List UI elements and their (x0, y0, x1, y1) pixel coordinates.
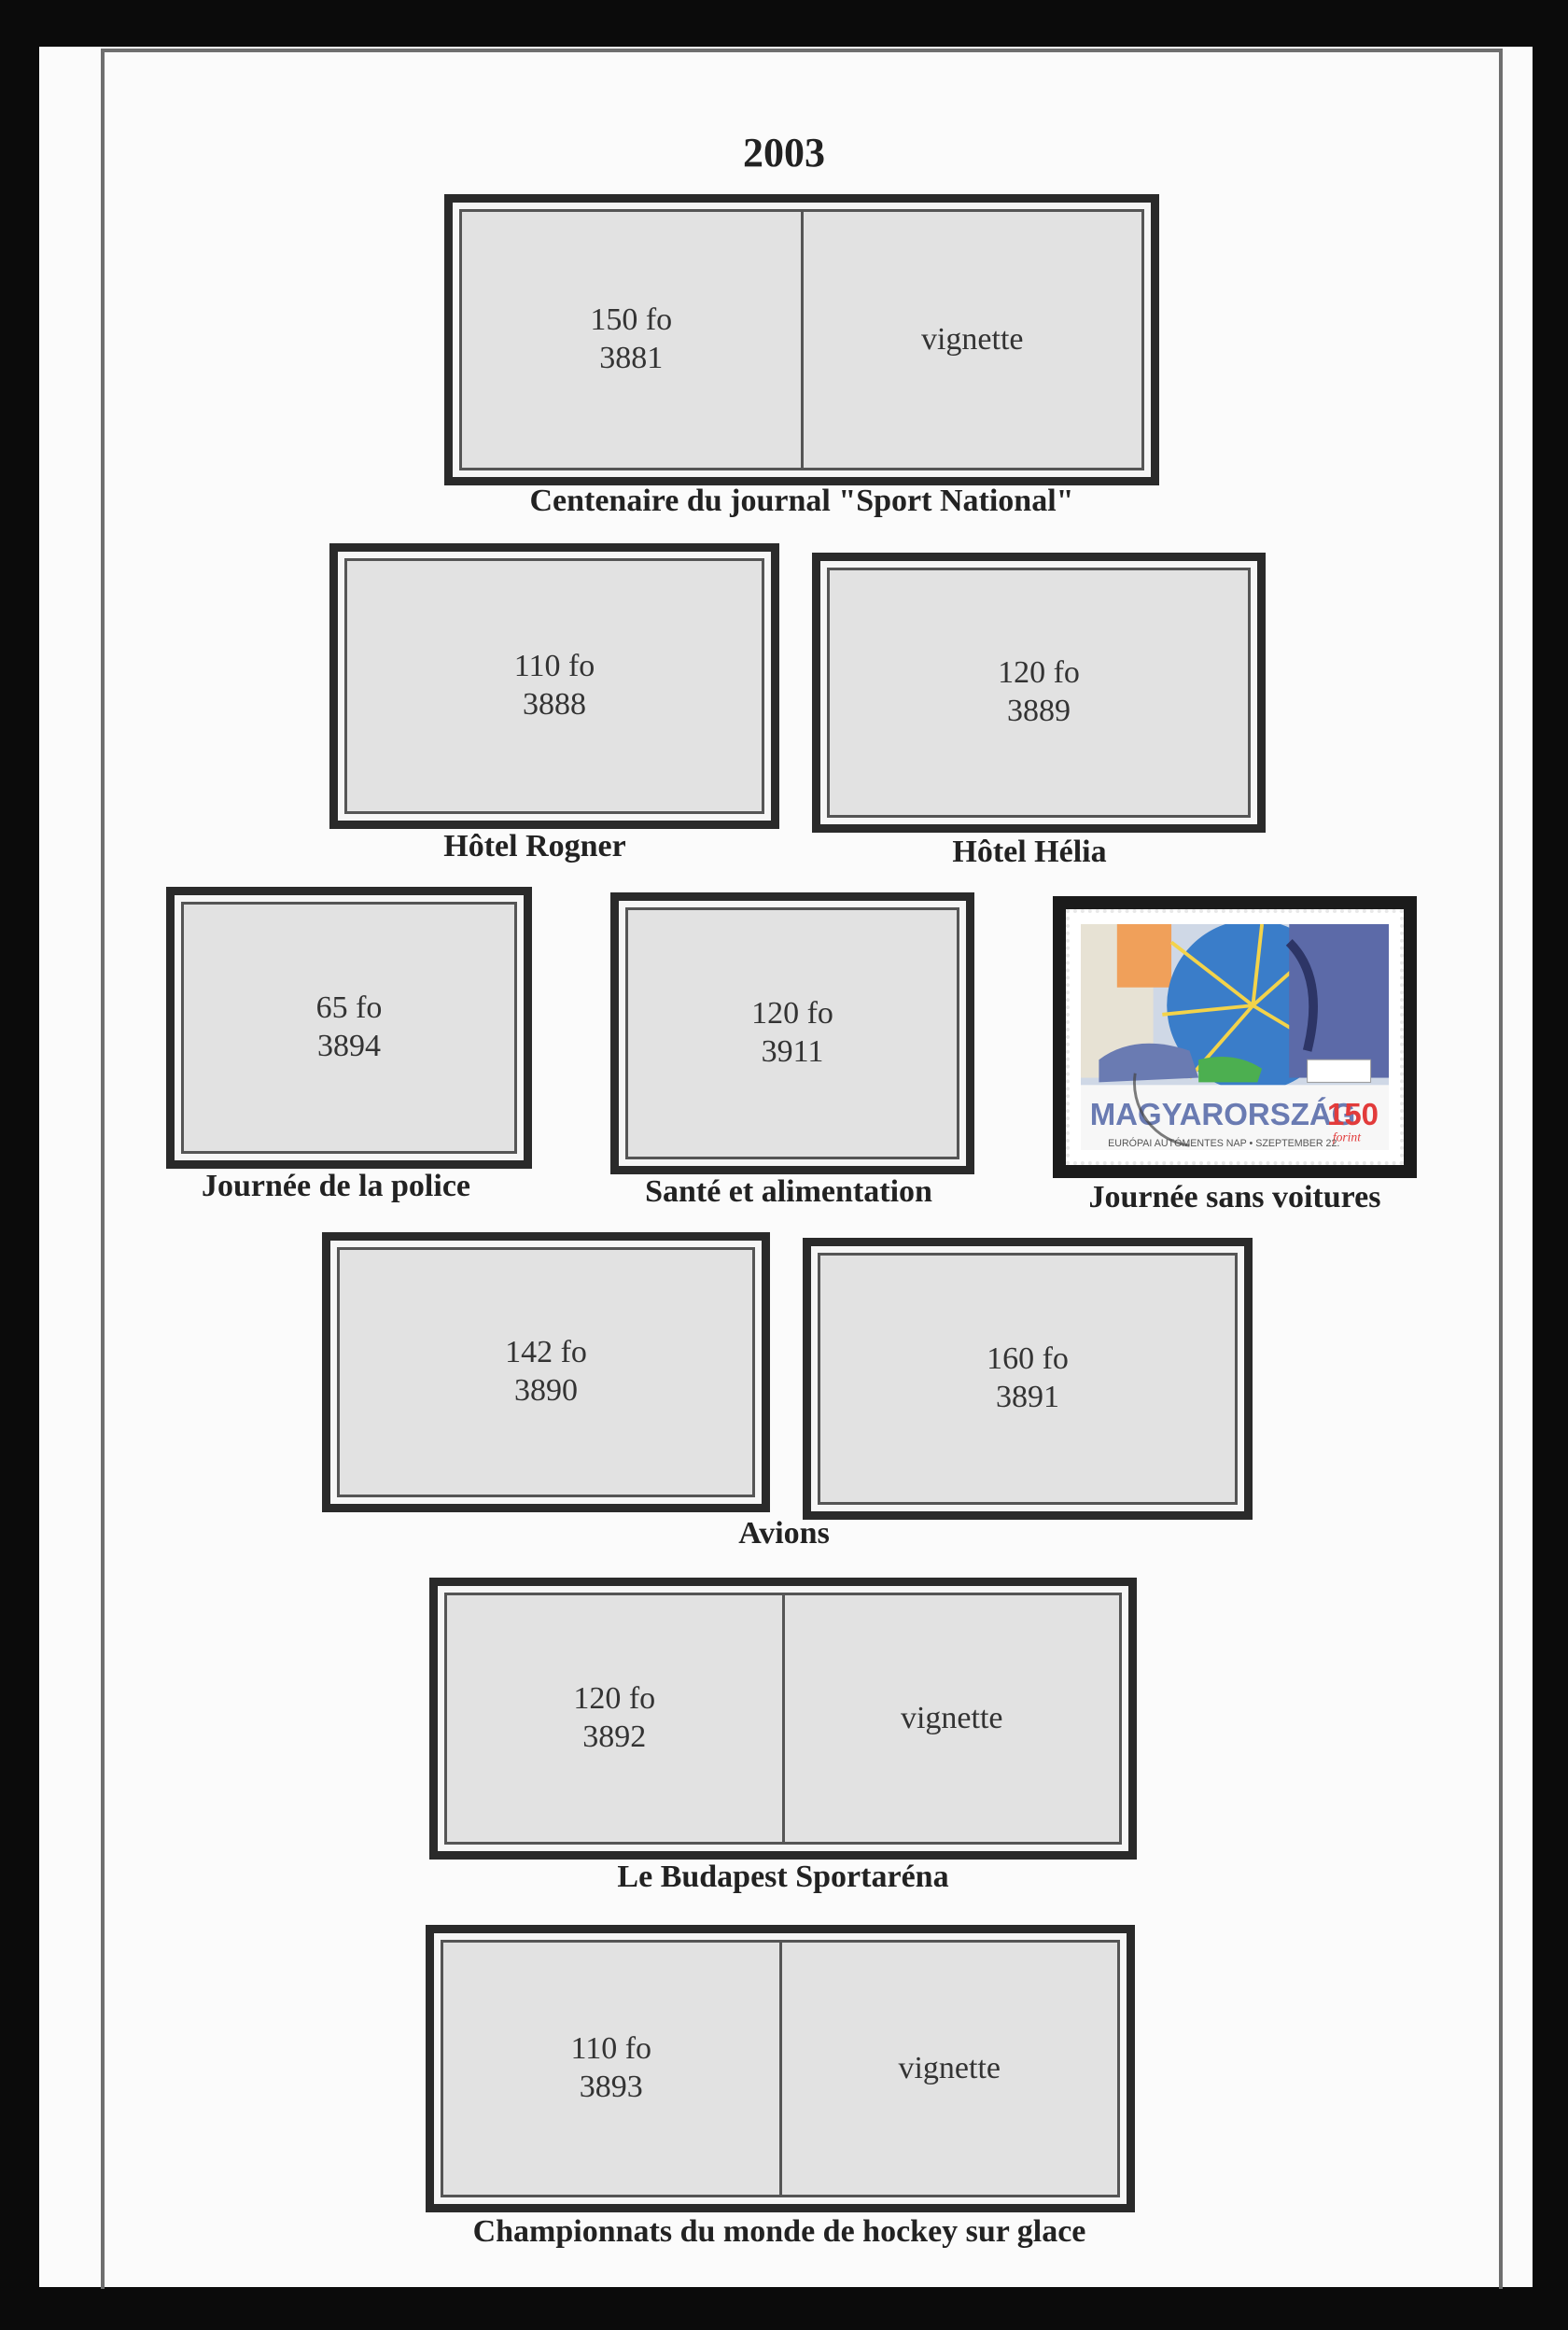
stamp-value: 142 fo (505, 1335, 587, 1370)
stamp-slot-3892-pair[interactable]: 120 fo 3892 vignette (429, 1578, 1137, 1860)
stamp-number: 3890 (514, 1373, 578, 1408)
stamp-slot-3889-cell: 120 fo 3889 (830, 570, 1248, 815)
stamp-country: MAGYARORSZÁG (1090, 1097, 1356, 1131)
stamp-number: 3892 (582, 1719, 647, 1754)
vignette-slot: vignette (778, 1943, 1118, 2195)
page-year: 2003 (743, 130, 825, 175)
caption-sport-national: Centenaire du journal "Sport National" (529, 484, 1074, 518)
stamp-slot-3911-cell: 120 fo 3911 (628, 910, 957, 1157)
stamp-value: 110 fo (570, 2031, 652, 2067)
stamp-slot-3881-pair[interactable]: 150 fo 3881 vignette (444, 194, 1159, 485)
vignette-label: vignette (900, 1700, 1003, 1735)
stamp-slot-3890[interactable]: 142 fo 3890 (322, 1232, 770, 1512)
stamp-slot-3893-pair[interactable]: 110 fo 3893 vignette (426, 1925, 1135, 2212)
stamp-number: 3888 (523, 687, 586, 722)
stamp-slot-3891[interactable]: 160 fo 3891 (803, 1238, 1253, 1520)
stamp-slot-3888-cell: 110 fo 3888 (347, 561, 762, 811)
page-frame (101, 49, 1503, 2289)
stamp-value: 160 fo (987, 1341, 1069, 1377)
caption-journee-sans-voitures: Journée sans voitures (1088, 1180, 1381, 1214)
stamp-value: 65 fo (315, 990, 383, 1026)
stamp-slot-3881: 150 fo 3881 (462, 212, 801, 468)
stamp-slot-3890-cell: 142 fo 3890 (340, 1250, 752, 1495)
stamp-value: 120 fo (573, 1681, 656, 1717)
stamp-number: 3911 (761, 1034, 824, 1069)
caption-hotel-helia: Hôtel Hélia (952, 835, 1107, 869)
vignette-label: vignette (920, 321, 1024, 357)
vignette-label: vignette (898, 2050, 1001, 2085)
stamp-slot-3888[interactable]: 110 fo 3888 (329, 543, 779, 829)
vignette-slot: vignette (781, 1595, 1120, 1842)
stamp-slot-3892: 120 fo 3892 (447, 1595, 782, 1842)
stamp-subtitle: EURÓPAI AUTÓMENTES NAP • SZEPTEMBER 22. (1108, 1137, 1339, 1149)
bicycle-shoes-icon: MAGYARORSZÁG 150 forint EURÓPAI AUTÓMENT… (1081, 924, 1389, 1150)
mounted-stamp[interactable]: MAGYARORSZÁG 150 forint EURÓPAI AUTÓMENT… (1053, 896, 1417, 1178)
stamp-slot-3894-cell: 65 fo 3894 (184, 905, 514, 1151)
stamp-value: 120 fo (751, 996, 833, 1032)
caption-avions: Avions (738, 1516, 830, 1551)
stamp-unit: forint (1333, 1130, 1362, 1144)
stamp-number: 3891 (996, 1380, 1059, 1414)
stamp-value: 110 fo (513, 649, 595, 684)
stamp-face-value: 150 (1327, 1097, 1379, 1131)
caption-sante-alimentation: Santé et alimentation (645, 1174, 932, 1209)
stamp-slot-3889[interactable]: 120 fo 3889 (812, 553, 1266, 833)
caption-budapest-sportarena: Le Budapest Sportaréna (617, 1860, 949, 1894)
stamp-slot-3893: 110 fo 3893 (443, 1943, 779, 2195)
stamp-number: 3889 (1007, 694, 1071, 728)
stamp-image: MAGYARORSZÁG 150 forint EURÓPAI AUTÓMENT… (1066, 909, 1404, 1165)
stamp-number: 3894 (317, 1029, 381, 1063)
caption-journee-police: Journée de la police (201, 1169, 471, 1203)
stamp-number: 3893 (579, 2070, 643, 2104)
stamp-slot-3891-cell: 160 fo 3891 (820, 1256, 1235, 1502)
stamp-value: 150 fo (590, 302, 673, 338)
caption-hotel-rogner: Hôtel Rogner (443, 829, 626, 863)
stamp-number: 3881 (599, 341, 664, 375)
stamp-slot-3911[interactable]: 120 fo 3911 (610, 892, 974, 1174)
vignette-slot: vignette (800, 212, 1142, 468)
caption-hockey-sur-glace: Championnats du monde de hockey sur glac… (472, 2214, 1086, 2249)
stamp-slot-3894[interactable]: 65 fo 3894 (166, 887, 532, 1169)
stamp-value: 120 fo (998, 655, 1080, 691)
